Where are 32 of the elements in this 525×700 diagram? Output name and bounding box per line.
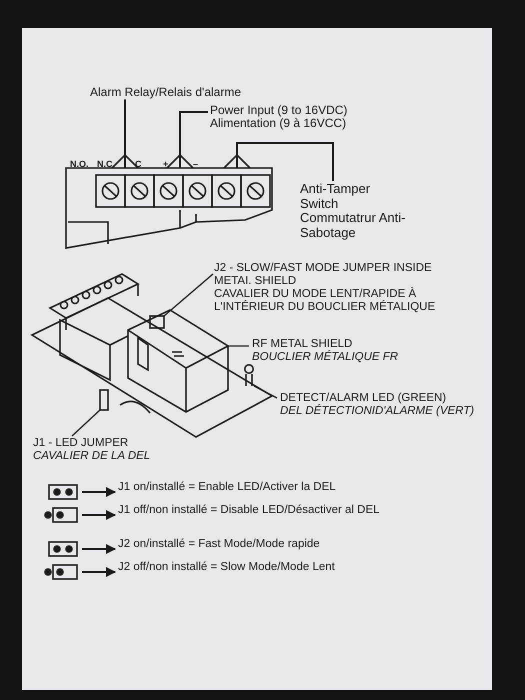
- callout-translation: DEL DÉTECTIONID'ALARME (VERT): [280, 404, 476, 418]
- terminal-label: +: [163, 159, 168, 169]
- arrow: [82, 567, 116, 577]
- callout-translation: CAVALIER DE LA DEL: [33, 450, 152, 463]
- callout-text: Anti-Tamper Switch: [300, 182, 372, 212]
- leader-line: [164, 274, 214, 316]
- callout-text: J2 - SLOW/FAST MODE JUMPER INSIDE METAI. SHIELD: [214, 262, 433, 287]
- terminal-label: N.C.: [97, 159, 115, 169]
- legend-text: J2 off/non installé = Slow Mode/Mode Lent: [118, 561, 336, 574]
- terminal-label: N.O.: [70, 159, 89, 169]
- terminal-label: –: [193, 159, 198, 169]
- arrow: [82, 487, 116, 497]
- callout-text: Power Input (9 to 16VDC): [210, 104, 348, 118]
- arrow: [166, 111, 208, 169]
- legend-text: J2 on/installé = Fast Mode/Mode rapide: [118, 538, 321, 551]
- callout-translation: Alimentation (9 à 16VCC): [210, 117, 346, 131]
- legend-text: J1 on/installé = Enable LED/Activer la DEL: [118, 481, 337, 494]
- leader-line: [228, 345, 249, 347]
- callout-text: J1 - LED JUMPER: [33, 437, 130, 450]
- arrow: [111, 99, 139, 169]
- arrow: [82, 544, 116, 554]
- callout-text: DETECT/ALARM LED (GREEN): [280, 392, 448, 404]
- callout-translation: BOUCLIER MÉTALIQUE FR: [252, 350, 400, 364]
- callout-translation: Commutatrur Anti-Sabotage: [300, 211, 406, 240]
- callout-text: RF METAL SHIELD: [252, 338, 354, 350]
- arrow: [223, 142, 334, 181]
- callout-text: Alarm Relay/Relais d'alarme: [90, 86, 242, 100]
- leader-line: [254, 385, 278, 399]
- leader-line: [72, 410, 100, 436]
- callout-translation: CAVALIER DU MODE LENT/RAPIDE À L'INTÉRIEUR DU BOUCLIER MÉTALIQUE: [214, 288, 436, 314]
- legend-text: J1 off/non installé = Disable LED/Désactiver al DEL: [118, 504, 381, 517]
- arrow: [82, 510, 116, 520]
